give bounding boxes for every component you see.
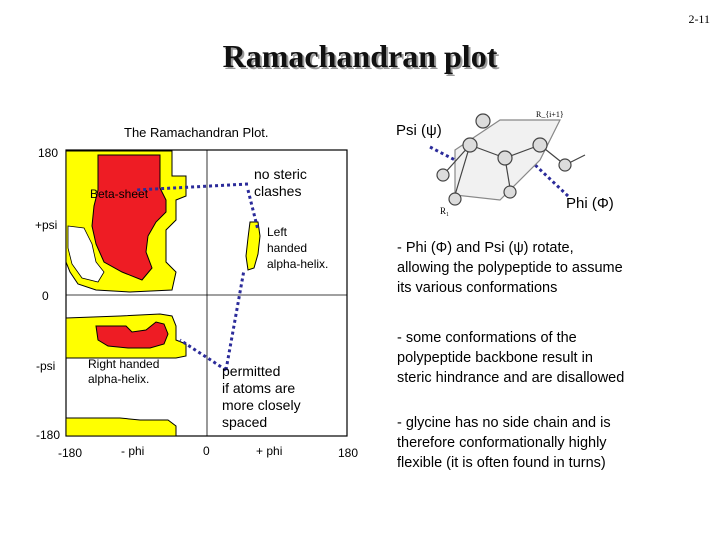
annotation-lines — [135, 145, 570, 372]
dotted-line-permitted-2 — [224, 269, 246, 371]
phi-label: Phi (Φ) — [566, 195, 614, 212]
dotted-line-no-steric — [135, 182, 249, 192]
left-handed-label-line: Left — [267, 225, 288, 239]
atom-ca2 — [532, 137, 548, 153]
atom-o — [475, 113, 491, 129]
y-tick-180: 180 — [38, 146, 59, 160]
dotted-line-phi — [530, 160, 570, 198]
x-tick-0: 0 — [203, 444, 210, 458]
y-tick-plus-psi: +psi — [35, 218, 58, 232]
bottom-marginal-region — [65, 417, 177, 437]
x-tick-minus-180: -180 — [58, 446, 83, 460]
bullet-glycine: - glycine has no side chain and is there… — [397, 413, 611, 473]
note-line: no steric — [254, 166, 307, 182]
atom-c2 — [558, 158, 572, 172]
atom-n — [497, 150, 513, 166]
bullet-line: flexible (it is often found in turns) — [397, 455, 606, 471]
bullet-line: allowing the polypeptide to assume — [397, 260, 623, 276]
no-steric-note: no steric clashes — [254, 166, 307, 200]
bullet-line: - Phi (Φ) and Psi (ψ) rotate, — [397, 240, 574, 256]
x-tick-plus-phi: + phi — [256, 444, 283, 458]
bullet-rotation: - Phi (Φ) and Psi (ψ) rotate, allowing t… — [397, 238, 623, 298]
plot-title: The Ramachandran Plot. — [124, 125, 269, 140]
beta-sheet-label: Beta-sheet — [90, 187, 149, 201]
beta-sheet-region — [91, 154, 167, 281]
note-line: permitted — [222, 363, 281, 379]
left-handed-label-line: handed — [267, 241, 308, 255]
slide-title: Ramachandran plot — [222, 38, 498, 74]
atom-h — [503, 185, 517, 199]
x-tick-minus-phi: - phi — [121, 444, 145, 458]
note-line: spaced — [222, 414, 268, 430]
bullet-line: - some conformations of the — [397, 330, 577, 346]
note-line: clashes — [254, 183, 302, 199]
rj1-label: R_{i+1} — [536, 110, 564, 119]
psi-label: Psi (ψ) — [396, 122, 442, 139]
note-line: if atoms are — [222, 380, 296, 396]
atom-c — [462, 137, 478, 153]
bullet-line: its various conformations — [397, 280, 558, 296]
dotted-line-no-steric-2 — [246, 189, 260, 231]
note-line: more closely — [222, 397, 301, 413]
atom-ca1 — [436, 168, 450, 182]
bullet-line: polypeptide backbone result in — [397, 350, 593, 366]
bullet-line: - glycine has no side chain and is — [397, 415, 611, 431]
x-tick-180: 180 — [338, 446, 359, 460]
bullet-line: steric hindrance and are disallowed — [397, 370, 625, 386]
bullet-line: therefore conformationally highly — [397, 435, 607, 451]
beta-gap — [67, 225, 105, 283]
y-tick-minus-180: -180 — [36, 428, 61, 442]
bullet-steric: - some conformations of the polypeptide … — [397, 328, 624, 388]
r1-label: R₁ — [440, 206, 450, 216]
y-tick-minus-psi: -psi — [36, 359, 56, 373]
alpha-helix-region — [95, 321, 169, 349]
y-tick-0: 0 — [42, 289, 49, 303]
right-handed-label: Right handed alpha-helix. — [88, 357, 159, 387]
peptide-molecule — [436, 113, 586, 206]
permitted-note: permitted if atoms are more closely spac… — [222, 363, 301, 431]
slide-number: 2-11 — [688, 12, 710, 26]
atom-h2 — [448, 192, 462, 206]
right-handed-label-line: alpha-helix. — [88, 372, 150, 386]
right-handed-label-line: Right handed — [88, 357, 160, 371]
left-handed-label: Left handed alpha-helix. — [267, 224, 328, 272]
left-handed-label-line: alpha-helix. — [267, 257, 329, 271]
